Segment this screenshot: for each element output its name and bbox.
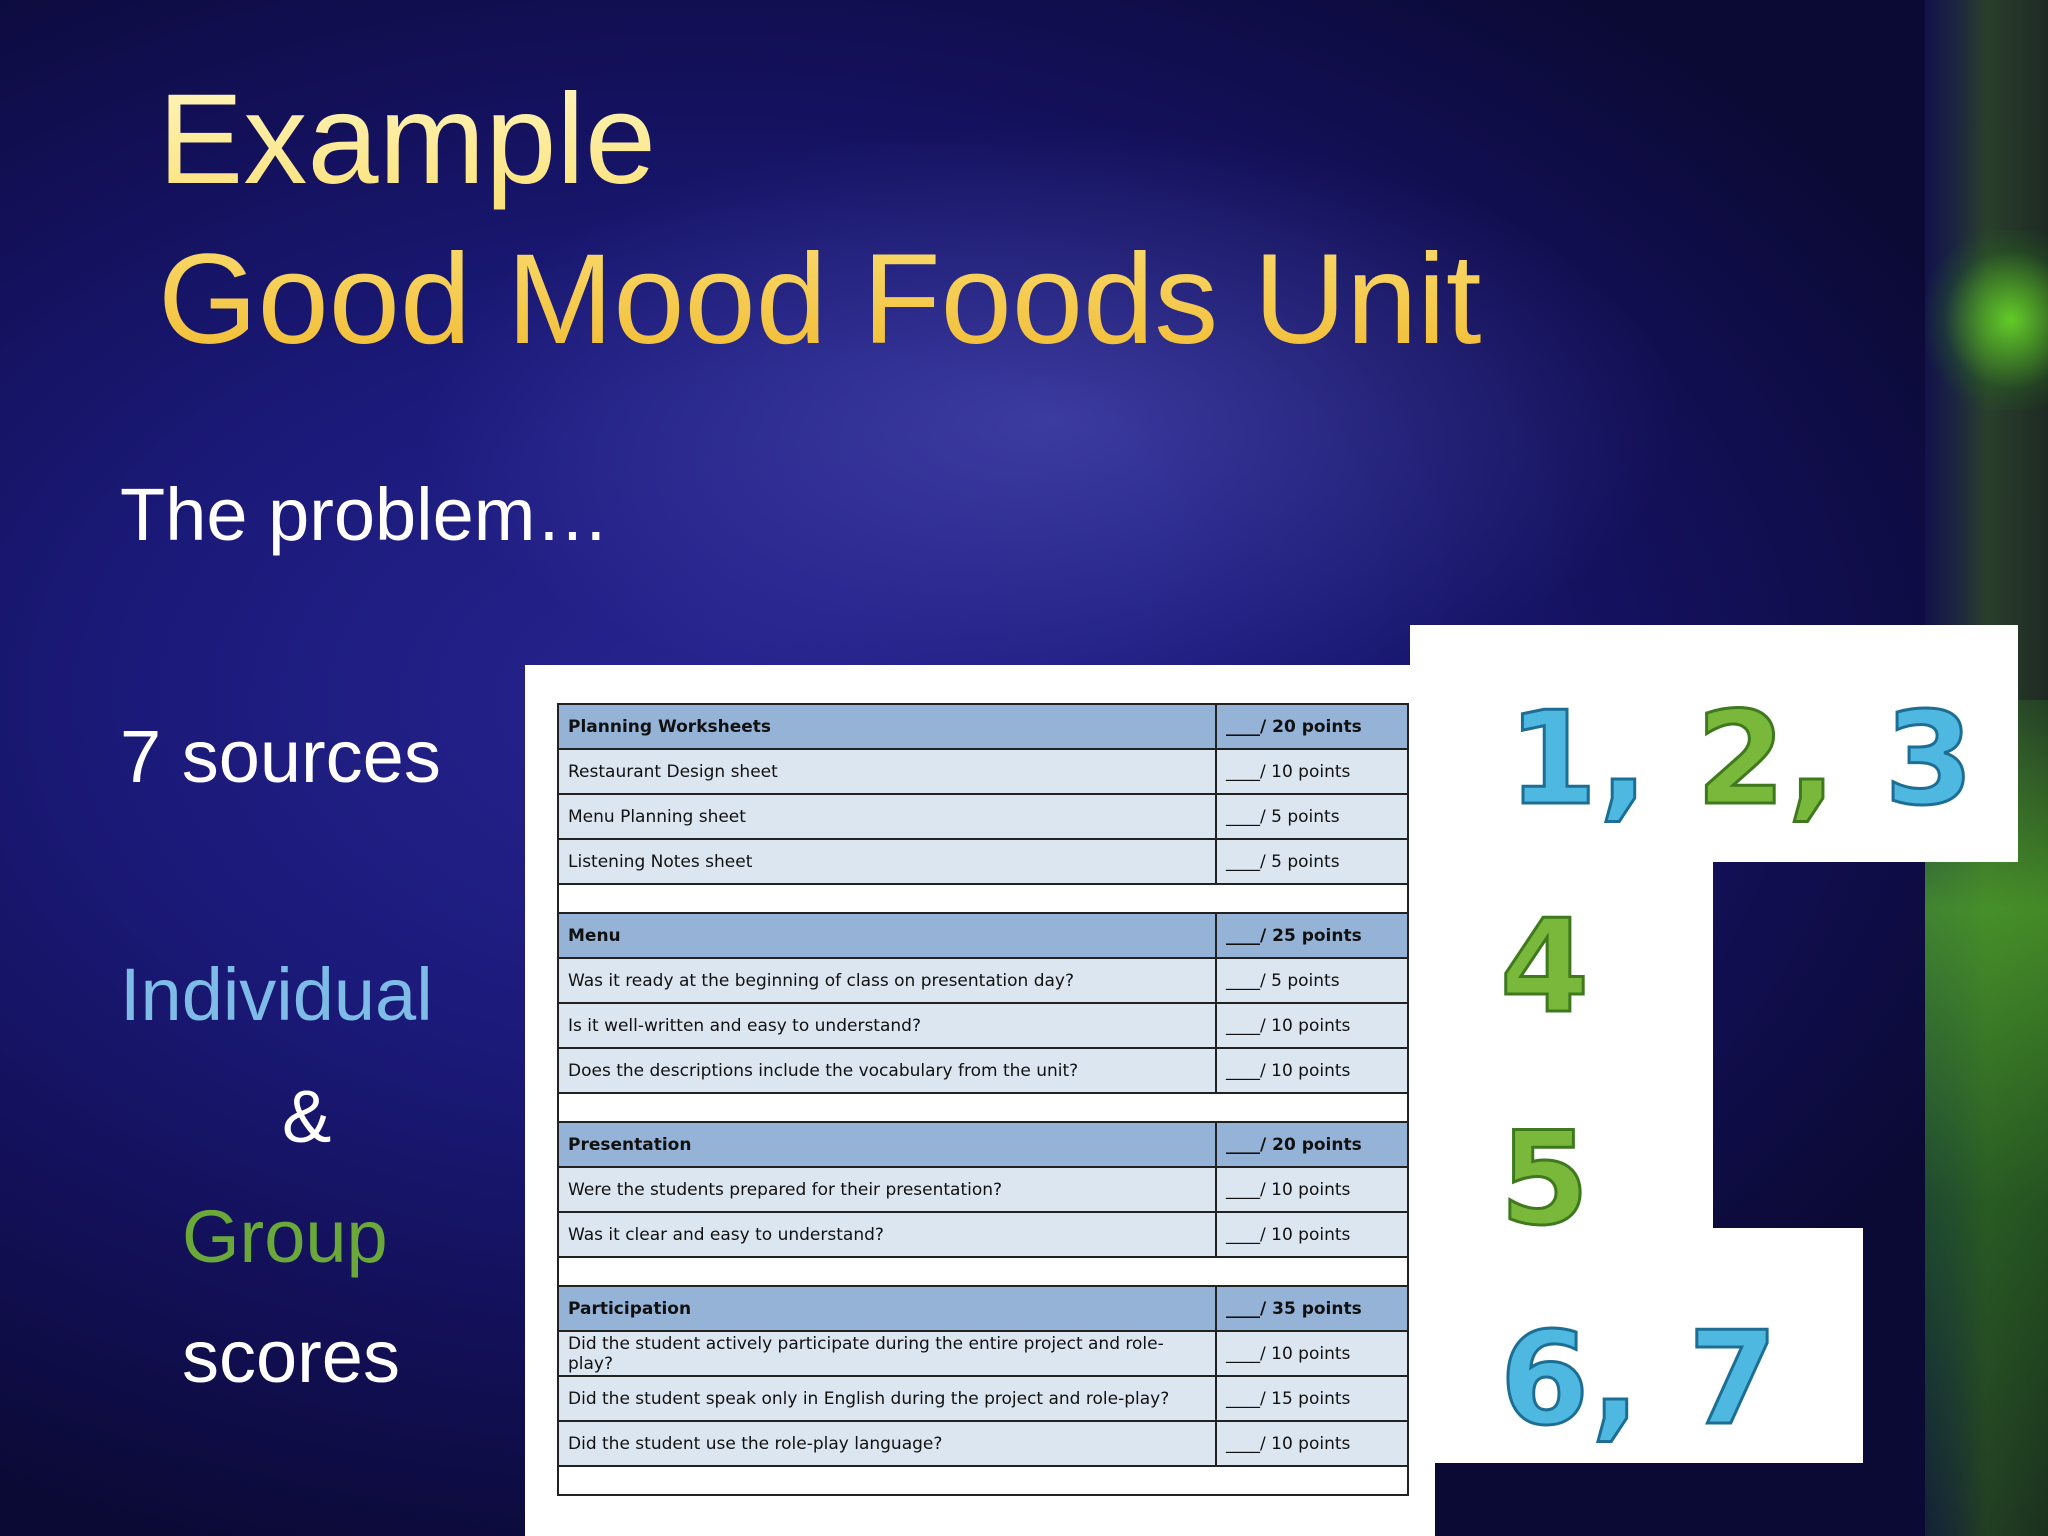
title-line-1: Example [158, 68, 656, 211]
number-6: 6, [1499, 1305, 1642, 1454]
numbers-panel [1410, 625, 2018, 862]
table-row: Menu ____/ 25 points [557, 912, 1409, 959]
decorative-glow [1925, 230, 2048, 410]
number-1: 1, [1507, 685, 1650, 834]
problem-text: The problem… [120, 473, 610, 556]
rubric-label: Menu Planning sheet [557, 793, 1217, 840]
table-row: Was it ready at the beginning of class o… [557, 957, 1409, 1004]
source-numbers-6-7: 6, 7 [1499, 1308, 1779, 1451]
scores-text: scores [182, 1315, 400, 1398]
number-5: 5 [1498, 1105, 1592, 1254]
spacer-cell [557, 1256, 1409, 1287]
rubric-label: Did the student speak only in English du… [557, 1375, 1217, 1422]
numbers-panel [1435, 860, 1713, 1230]
rubric-label: Did the student actively participate dur… [557, 1330, 1217, 1377]
table-row: Presentation ____/ 20 points [557, 1121, 1409, 1168]
rubric-points: ____/ 10 points [1215, 1420, 1409, 1467]
rubric-label: Menu [557, 912, 1217, 959]
source-number-4: 4 [1498, 896, 1591, 1039]
table-spacer [557, 1465, 1409, 1496]
rubric-label: Is it well-written and easy to understan… [557, 1002, 1217, 1049]
table-row: Did the student speak only in English du… [557, 1375, 1409, 1422]
rubric-points: ____/ 10 points [1215, 1211, 1409, 1258]
number-7: 7 [1687, 1305, 1780, 1454]
sources-text: 7 sources [120, 715, 441, 798]
rubric-points: ____/ 20 points [1215, 1121, 1409, 1168]
table-row: Does the descriptions include the vocabu… [557, 1047, 1409, 1094]
table-row: Did the student use the role-play langua… [557, 1420, 1409, 1467]
individual-text: Individual [120, 953, 433, 1036]
rubric-label: Were the students prepared for their pre… [557, 1166, 1217, 1213]
rubric-points: ____/ 15 points [1215, 1375, 1409, 1422]
source-numbers-1-2-3: 1, 2, 3 [1507, 688, 1976, 831]
rubric-label: Participation [557, 1285, 1217, 1332]
rubric-points: ____/ 10 points [1215, 1002, 1409, 1049]
rubric-table: Planning Worksheets ____/ 20 points Rest… [557, 703, 1409, 1496]
table-row: Participation ____/ 35 points [557, 1285, 1409, 1332]
table-row: Menu Planning sheet ____/ 5 points [557, 793, 1409, 840]
title-line-2: Good Mood Foods Unit [158, 228, 1482, 371]
rubric-points: ____/ 20 points [1215, 703, 1409, 750]
table-spacer [557, 883, 1409, 914]
source-number-5: 5 [1498, 1108, 1591, 1251]
spacer-cell [557, 883, 1409, 914]
table-row: Is it well-written and easy to understan… [557, 1002, 1409, 1049]
rubric-label: Presentation [557, 1121, 1217, 1168]
rubric-points: ____/ 25 points [1215, 912, 1409, 959]
table-row: Planning Worksheets ____/ 20 points [557, 703, 1409, 750]
table-row: Listening Notes sheet ____/ 5 points [557, 838, 1409, 885]
rubric-label: Was it clear and easy to understand? [557, 1211, 1217, 1258]
table-row: Restaurant Design sheet ____/ 10 points [557, 748, 1409, 795]
spacer-cell [557, 1092, 1409, 1123]
rubric-points: ____/ 35 points [1215, 1285, 1409, 1332]
ampersand-text: & [282, 1075, 332, 1158]
rubric-document: Planning Worksheets ____/ 20 points Rest… [525, 665, 1435, 1536]
table-spacer [557, 1092, 1409, 1123]
slide-title: Example Good Mood Foods Unit [158, 60, 1481, 380]
numbers-panel [1435, 1228, 1863, 1463]
spacer-cell [557, 1465, 1409, 1496]
table-row: Did the student actively participate dur… [557, 1330, 1409, 1377]
rubric-points: ____/ 10 points [1215, 1166, 1409, 1213]
table-spacer [557, 1256, 1409, 1287]
rubric-points: ____/ 5 points [1215, 957, 1409, 1004]
rubric-label: Was it ready at the beginning of class o… [557, 957, 1217, 1004]
rubric-points: ____/ 10 points [1215, 1047, 1409, 1094]
group-text: Group [182, 1195, 388, 1278]
rubric-points: ____/ 5 points [1215, 793, 1409, 840]
table-row: Were the students prepared for their pre… [557, 1166, 1409, 1213]
table-row: Was it clear and easy to understand? ___… [557, 1211, 1409, 1258]
rubric-label: Listening Notes sheet [557, 838, 1217, 885]
number-4: 4 [1498, 893, 1592, 1042]
rubric-points: ____/ 10 points [1215, 1330, 1409, 1377]
rubric-points: ____/ 5 points [1215, 838, 1409, 885]
rubric-label: Does the descriptions include the vocabu… [557, 1047, 1217, 1094]
number-3: 3 [1883, 685, 1976, 834]
rubric-label: Did the student use the role-play langua… [557, 1420, 1217, 1467]
number-2: 2, [1695, 685, 1838, 834]
rubric-label: Planning Worksheets [557, 703, 1217, 750]
rubric-points: ____/ 10 points [1215, 748, 1409, 795]
rubric-label: Restaurant Design sheet [557, 748, 1217, 795]
